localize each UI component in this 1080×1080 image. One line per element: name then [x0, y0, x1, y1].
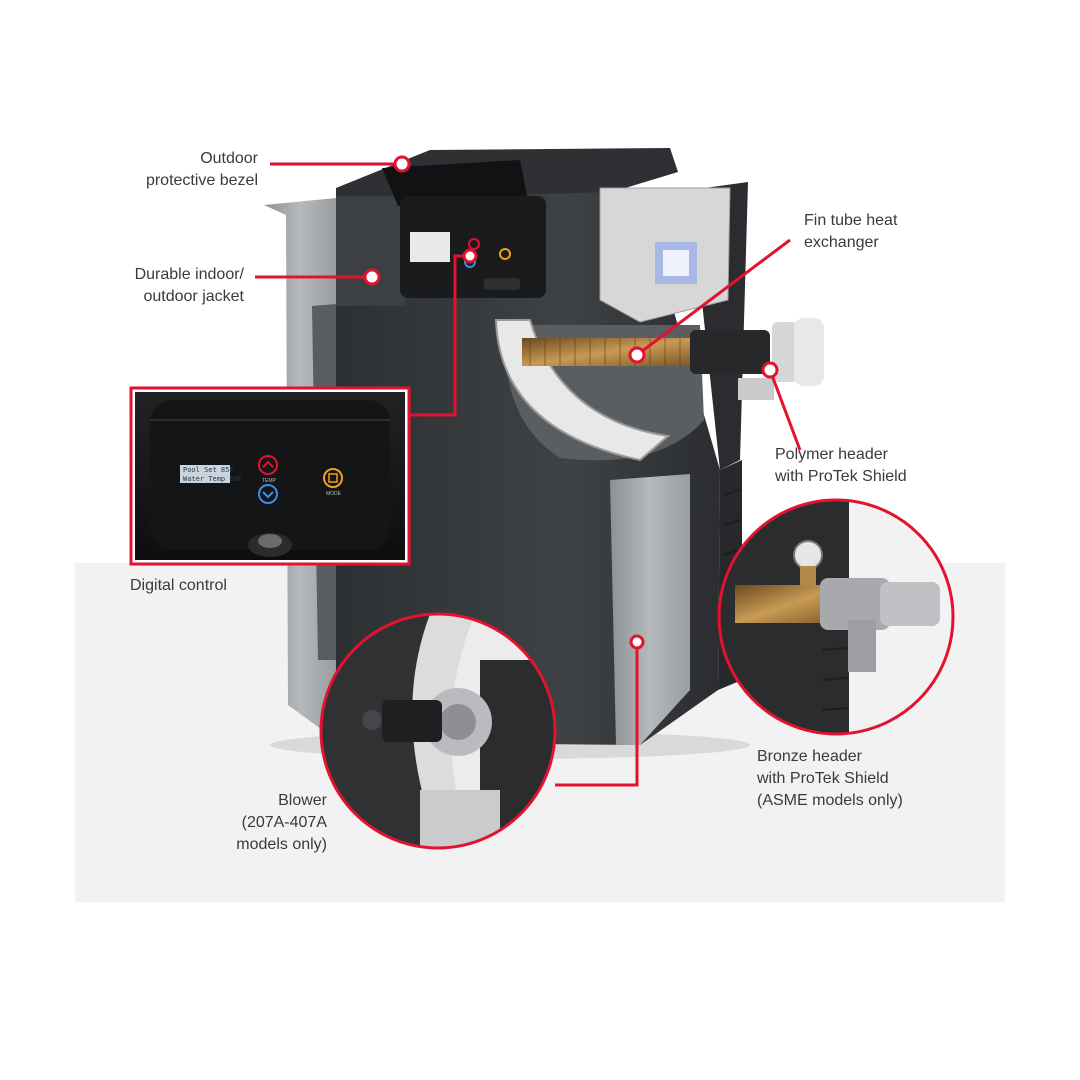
callout-dot-icon — [395, 157, 409, 171]
callout-dot-icon — [464, 250, 476, 262]
label-blower: Blower (207A-407A models only) — [180, 790, 327, 856]
temp-key-label: TEMP — [262, 478, 277, 484]
label-bronze-header: Bronze header with ProTek Shield (ASME m… — [757, 746, 977, 812]
label-polymer-header: Polymer header with ProTek Shield — [775, 444, 975, 488]
fin-tube — [522, 338, 694, 366]
callout-dot-icon — [631, 636, 643, 648]
bronze-header-inset — [719, 500, 953, 734]
callout-dot-icon — [630, 348, 644, 362]
label-fin-tube: Fin tube heat exchanger — [804, 210, 964, 254]
label-jacket: Durable indoor/ outdoor jacket — [80, 264, 244, 308]
callout-dot-icon — [763, 363, 777, 377]
callout-dot-icon — [365, 270, 379, 284]
mode-key-label: MODE — [326, 491, 342, 497]
blower-inset — [321, 614, 555, 848]
polymer-header-art — [690, 318, 824, 400]
lcd-line-1: Pool Set 85F — [183, 466, 234, 474]
label-outdoor-bezel: Outdoor protective bezel — [100, 148, 258, 192]
label-digital-control: Digital control — [130, 575, 330, 597]
digital-control-inset — [131, 388, 409, 564]
lcd-line-2: Water Temp 69F — [183, 475, 242, 483]
